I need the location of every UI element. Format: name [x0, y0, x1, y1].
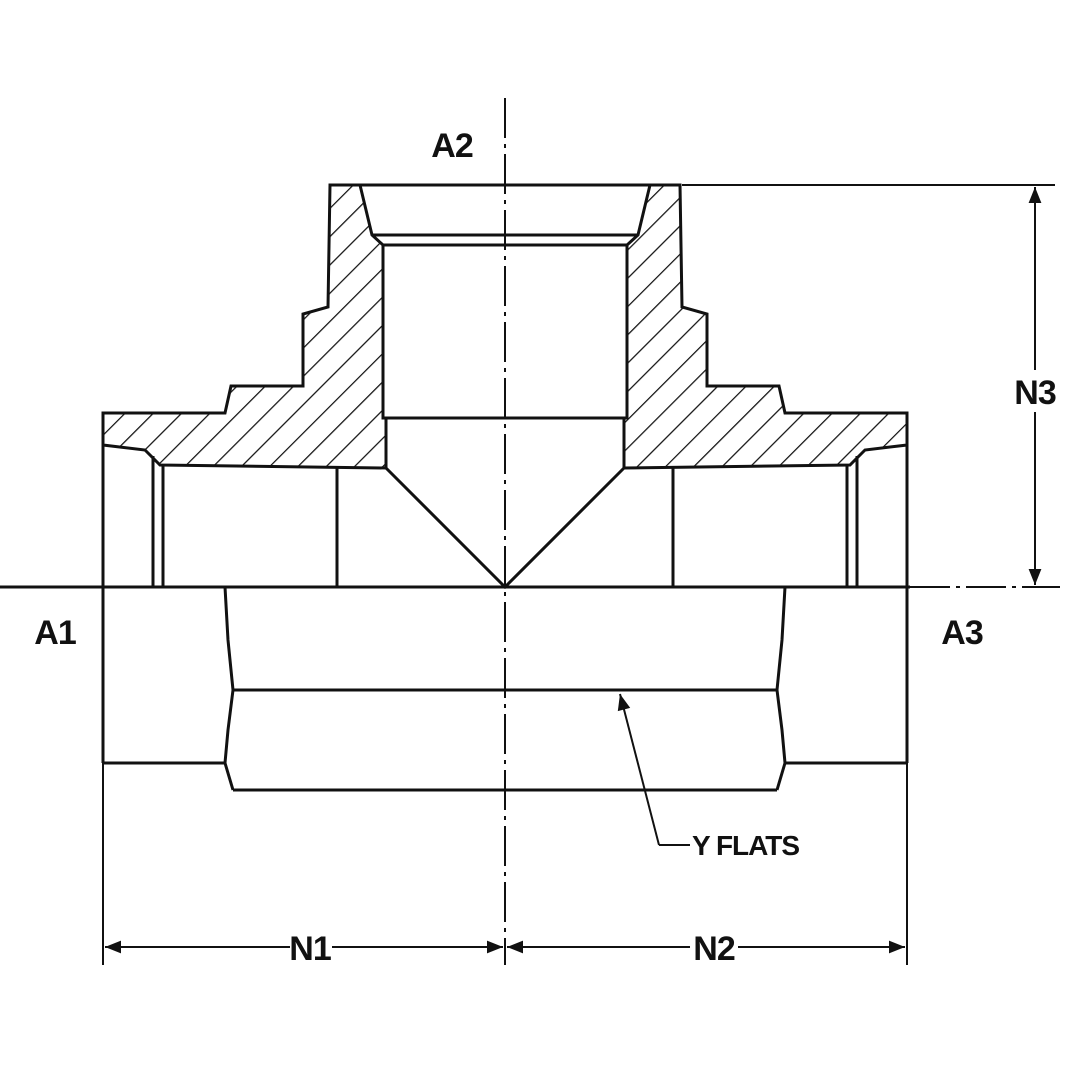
a3-label: A3 — [941, 614, 983, 652]
y-flats-leader — [617, 693, 660, 846]
n3-label: N3 — [1014, 374, 1056, 412]
left-section-hatch — [101, 183, 388, 470]
y-flats-label: Y FLATS — [692, 830, 799, 861]
a2-label: A2 — [431, 127, 473, 165]
n2-label: N2 — [693, 930, 735, 968]
n1-label: N1 — [289, 930, 331, 968]
top-bore — [360, 183, 650, 590]
side-bores — [101, 413, 909, 587]
right-section-hatch — [622, 183, 909, 470]
a1-label: A1 — [34, 614, 76, 652]
hex-body — [101, 586, 909, 792]
